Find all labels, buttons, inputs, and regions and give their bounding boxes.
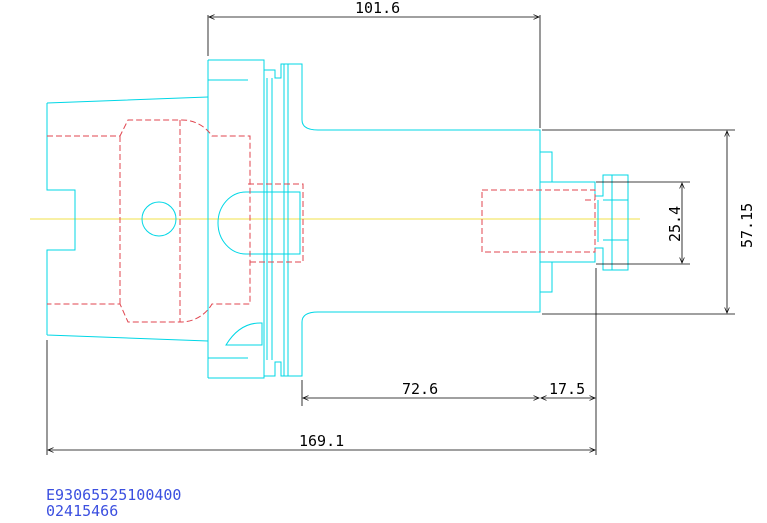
- holder-outline: [46, 59, 629, 379]
- part-number: E93065525100400: [46, 486, 182, 504]
- dim-bore-diameter: 25.4: [666, 206, 684, 242]
- dim-shank-diameter: 57.15: [738, 203, 756, 248]
- dim-pilot-length: 17.5: [549, 380, 585, 398]
- dimension-lines: [46, 15, 735, 455]
- dim-body-length: 72.6: [402, 380, 438, 398]
- order-number: 02415466: [46, 502, 119, 520]
- hidden-features: [47, 119, 596, 323]
- dim-top-length: 101.6: [355, 0, 400, 17]
- dim-overall-length: 169.1: [299, 432, 344, 450]
